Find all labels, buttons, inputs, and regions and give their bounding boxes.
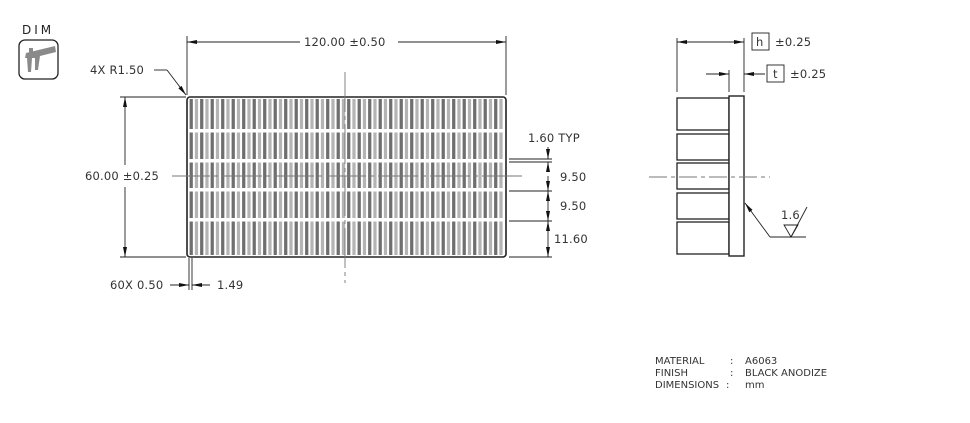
fin [326, 99, 330, 255]
note-material-value: A6063 [745, 356, 777, 367]
fin-count-thickness: 60X 0.50 [110, 278, 163, 292]
fin [294, 99, 298, 255]
fin [441, 99, 445, 255]
base-thickness-tolerance: ±0.25 [790, 67, 826, 81]
fin [215, 99, 220, 255]
fin [189, 99, 193, 255]
fin [404, 99, 409, 255]
groove-width: 1.60 TYP [528, 131, 580, 145]
fin [394, 99, 398, 255]
fin [210, 99, 214, 255]
fin [415, 99, 419, 255]
height-dimension: 60.00 ±0.25 [85, 169, 159, 183]
fin [436, 99, 440, 255]
fin [231, 99, 235, 255]
fin [268, 99, 272, 255]
fin [352, 99, 356, 255]
fin [331, 99, 335, 255]
fin [446, 99, 451, 255]
dim-badge-label: DIM [22, 23, 54, 37]
fin [368, 99, 372, 255]
dim-badge: DIM [18, 23, 59, 80]
fin [425, 99, 430, 255]
row-dim-2: 9.50 [560, 199, 586, 213]
fin [289, 99, 293, 255]
fin-array [189, 99, 503, 255]
fin [494, 99, 498, 255]
fin [383, 99, 388, 255]
front-view: 120.00 ±0.50 4X R1.50 60.00 ±0.25 60X 0.… [82, 35, 588, 292]
fin [373, 99, 377, 255]
fin [341, 99, 346, 255]
overall-height-symbol: h [756, 35, 764, 49]
fin [478, 99, 482, 255]
fin [252, 99, 256, 255]
fin [467, 99, 472, 255]
surface-finish-value: 1.6 [781, 208, 800, 222]
width-dimension: 120.00 ±0.50 [304, 35, 386, 49]
fin [247, 99, 251, 255]
note-separator: : [730, 368, 733, 379]
overall-height-tolerance: ±0.25 [775, 35, 811, 49]
notes-block: MATERIAL : A6063 FINISH : BLACK ANODIZE … [655, 356, 827, 391]
note-finish-value: BLACK ANODIZE [745, 368, 827, 379]
fin [194, 99, 199, 255]
note-key: FINISH [655, 368, 688, 379]
fin [483, 99, 487, 255]
caliper-icon [25, 46, 56, 72]
fin [452, 99, 456, 255]
note-separator: : [726, 380, 729, 391]
fin [320, 99, 325, 255]
fin [205, 99, 209, 255]
fin [462, 99, 466, 255]
corner-radius-callout: 4X R1.50 [90, 63, 144, 77]
fin-pitch: 1.49 [217, 278, 243, 292]
fin [431, 99, 435, 255]
base-plate [728, 95, 745, 257]
heatsink-outline [186, 96, 507, 258]
fin [226, 99, 230, 255]
fin [488, 99, 493, 255]
note-key: MATERIAL [655, 356, 705, 367]
fin [336, 99, 340, 255]
fin [257, 99, 262, 255]
fin [263, 99, 267, 255]
fin [299, 99, 304, 255]
fin [378, 99, 382, 255]
note-separator: : [730, 356, 733, 367]
fin [399, 99, 403, 255]
fin [362, 99, 367, 255]
fin [420, 99, 424, 255]
fin [389, 99, 393, 255]
groove-bands [189, 129, 504, 222]
fin [410, 99, 414, 255]
fin [310, 99, 314, 255]
fin [473, 99, 477, 255]
row-dim-3: 11.60 [554, 232, 588, 246]
fin [499, 99, 503, 255]
fin [357, 99, 361, 255]
fin [273, 99, 277, 255]
fin [347, 99, 351, 255]
fin [242, 99, 246, 255]
side-view: h ±0.25 t ±0.25 1.6 [649, 32, 826, 257]
note-dimensions-value: mm [745, 380, 764, 391]
surface-finish-symbol: 1.6 [744, 202, 808, 238]
row-dim-1: 9.50 [560, 170, 586, 184]
fin [284, 99, 288, 255]
base-thickness-symbol: t [773, 67, 778, 81]
note-key: DIMENSIONS [655, 380, 719, 391]
fin [221, 99, 225, 255]
fin [236, 99, 241, 255]
fin [278, 99, 283, 255]
fin [200, 99, 204, 255]
fin [305, 99, 309, 255]
fin [457, 99, 461, 255]
fin [315, 99, 319, 255]
